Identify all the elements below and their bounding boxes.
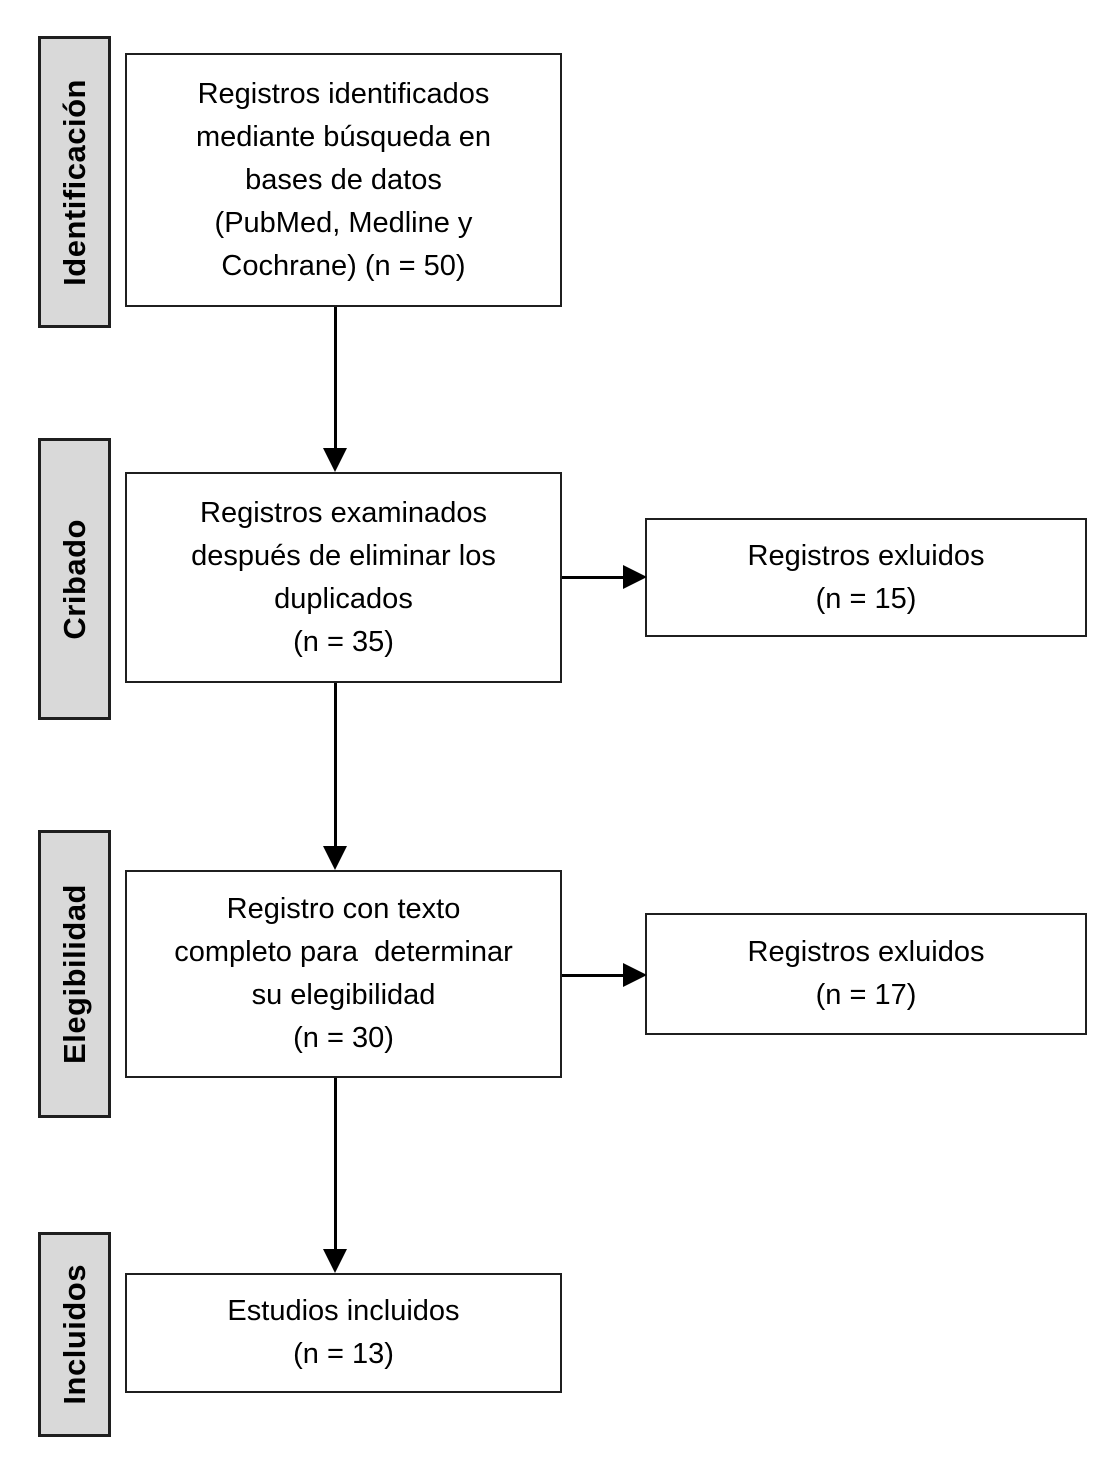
box-records-screened-text: Registros examinados después de eliminar… (191, 496, 496, 658)
box-studies-included-text: Estudios incluidos (n = 13) (227, 1295, 460, 1370)
box-studies-included: Estudios incluidos (n = 13) (125, 1273, 562, 1393)
box-fulltext-assessed-text: Registro con texto completo para determi… (174, 893, 513, 1054)
arrow-stem (562, 973, 625, 977)
arrow-stem (333, 1078, 337, 1251)
box-records-excluded-eligibility-text: Registros exluidos (n = 17) (747, 936, 985, 1011)
arrow-stem (562, 575, 625, 579)
stage-eligibility: Elegibilidad (38, 830, 111, 1118)
box-records-excluded-screening-text: Registros exluidos (n = 15) (747, 539, 985, 615)
stage-included: Incluidos (38, 1232, 111, 1437)
stage-label-identificacion: Identificación (56, 78, 92, 286)
stage-label-elegibilidad: Elegibilidad (56, 884, 92, 1064)
box-records-identified: Registros identificados mediante búsqued… (125, 53, 562, 307)
arrow-stem (333, 683, 337, 848)
stage-screening: Cribado (38, 438, 111, 720)
box-records-excluded-screening: Registros exluidos (n = 15) (645, 518, 1087, 637)
arrow-head-down-icon (323, 1249, 347, 1273)
arrow-head-right-icon (623, 963, 647, 987)
box-records-identified-text: Registros identificados mediante búsqued… (195, 77, 492, 282)
stage-label-incluidos: Incluidos (56, 1264, 92, 1405)
arrow-stem (333, 307, 337, 450)
box-records-excluded-eligibility: Registros exluidos (n = 17) (645, 913, 1087, 1035)
arrow-head-right-icon (623, 565, 647, 589)
box-records-screened: Registros examinados después de eliminar… (125, 472, 562, 683)
box-fulltext-assessed: Registro con texto completo para determi… (125, 870, 562, 1078)
arrow-head-down-icon (323, 846, 347, 870)
stage-label-cribado: Cribado (56, 518, 92, 640)
stage-identification: Identificación (38, 36, 111, 328)
arrow-head-down-icon (323, 448, 347, 472)
